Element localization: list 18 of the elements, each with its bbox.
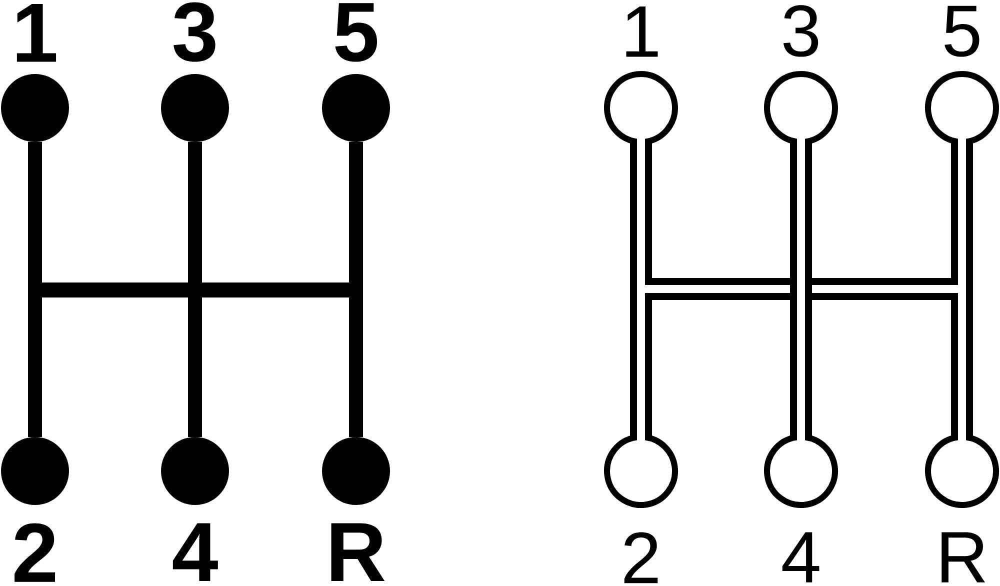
gate-channel: [630, 139, 652, 440]
gear-number: R: [331, 523, 385, 581]
gear-number: 5: [335, 3, 378, 62]
gear-number: 5: [944, 6, 980, 57]
gear-number: 3: [784, 5, 818, 57]
gate-line: [349, 142, 363, 437]
gear-number: 1: [626, 6, 658, 57]
gear-number: 4: [782, 532, 820, 582]
gear-number: 1: [16, 4, 56, 62]
gate-channel: [951, 139, 974, 440]
gate-line: [188, 142, 202, 437]
gear-number: R: [942, 532, 985, 582]
gear-number: 4: [172, 523, 218, 581]
gear-number: 2: [624, 532, 658, 584]
gear-number: 3: [174, 2, 216, 62]
gate-channel: [790, 139, 812, 440]
gate-line: [28, 142, 42, 437]
gear-number: 2: [14, 523, 55, 582]
